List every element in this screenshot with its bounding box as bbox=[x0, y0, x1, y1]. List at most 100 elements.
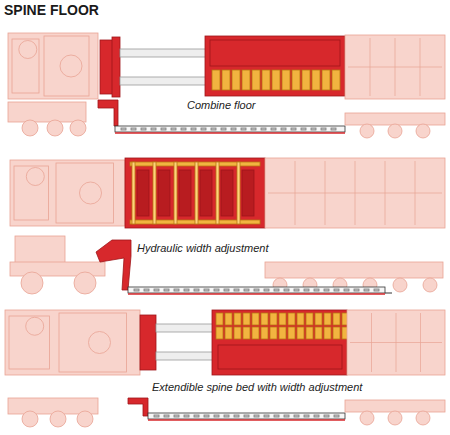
bed-hole bbox=[214, 415, 219, 417]
low-bed-side bbox=[115, 126, 345, 132]
wood-plank bbox=[288, 327, 295, 339]
bed-hole bbox=[284, 289, 289, 291]
bed-hole bbox=[344, 289, 349, 291]
tractor-detail bbox=[26, 168, 44, 186]
cross-member bbox=[132, 162, 135, 224]
bed-hole bbox=[181, 128, 186, 130]
spine-beam bbox=[120, 77, 206, 85]
bed-hole bbox=[234, 415, 239, 417]
rear-bogie-top bbox=[347, 310, 445, 375]
wood-plank bbox=[252, 70, 260, 90]
fifth-wheel bbox=[60, 55, 82, 77]
bogie-line bbox=[350, 342, 442, 343]
wheel bbox=[423, 278, 437, 292]
spine-beam bbox=[156, 324, 214, 332]
bed-hole bbox=[334, 289, 339, 291]
bed-hole bbox=[334, 415, 339, 417]
bed-hole bbox=[144, 289, 149, 291]
wood-plank bbox=[292, 70, 300, 90]
cross-member bbox=[174, 162, 177, 224]
bed-hole bbox=[224, 415, 229, 417]
bed-hole bbox=[264, 289, 269, 291]
variant-label: Extendible spine bed with width adjustme… bbox=[150, 381, 364, 393]
wood-plank bbox=[225, 313, 232, 325]
spine-beam bbox=[120, 49, 206, 57]
wood-plank bbox=[234, 327, 241, 339]
rear-bogie-top bbox=[265, 158, 445, 228]
wheel bbox=[388, 411, 402, 425]
wheel bbox=[360, 411, 374, 425]
fifth-wheel bbox=[80, 182, 102, 204]
bed-hole bbox=[154, 415, 159, 417]
fifth-wheel bbox=[89, 332, 111, 354]
spine-beam bbox=[156, 352, 214, 360]
wood-plank bbox=[243, 313, 250, 325]
deck-cell bbox=[221, 170, 233, 216]
tractor-detail bbox=[19, 41, 37, 59]
bed-hole bbox=[154, 289, 159, 291]
bed-hole bbox=[314, 289, 319, 291]
wood-plank bbox=[261, 327, 268, 339]
tractor-cab bbox=[12, 39, 39, 93]
wheel bbox=[50, 411, 66, 427]
wheel bbox=[22, 120, 38, 136]
cross-member bbox=[216, 162, 219, 224]
wheel bbox=[70, 120, 86, 136]
wheel bbox=[393, 278, 407, 292]
bed-hole bbox=[201, 128, 206, 130]
wheel bbox=[416, 411, 430, 425]
bed-hole bbox=[171, 128, 176, 130]
rear-bogie-top bbox=[345, 35, 445, 99]
bed-hole bbox=[231, 128, 236, 130]
wood-plank bbox=[324, 313, 331, 325]
bed-hole bbox=[184, 415, 189, 417]
wood-plank bbox=[332, 70, 340, 90]
tractor-top bbox=[8, 33, 98, 99]
bed-hole bbox=[164, 415, 169, 417]
bed-hole bbox=[204, 415, 209, 417]
wheel bbox=[47, 120, 63, 136]
wheel bbox=[360, 124, 374, 138]
gooseneck-side bbox=[128, 398, 148, 416]
bogie-line bbox=[268, 193, 442, 194]
deck-cell bbox=[242, 170, 254, 216]
bed-hole bbox=[151, 128, 156, 130]
deck-top bbox=[125, 158, 265, 228]
cross-member bbox=[195, 162, 198, 224]
bed-red-edge bbox=[115, 132, 345, 134]
bed-hole bbox=[324, 289, 329, 291]
wood-plank bbox=[252, 327, 259, 339]
bed-end bbox=[385, 293, 392, 294]
bed-hole bbox=[234, 289, 239, 291]
cross-member bbox=[237, 162, 240, 224]
tractor-top bbox=[10, 160, 125, 226]
gooseneck-side bbox=[98, 100, 118, 126]
wood-plank bbox=[297, 313, 304, 325]
wood-plank bbox=[242, 70, 250, 90]
bed-hole bbox=[164, 289, 169, 291]
wood-plank bbox=[279, 313, 286, 325]
wood-plank bbox=[216, 313, 223, 325]
wood-plank bbox=[324, 327, 331, 339]
tractor-cab bbox=[9, 316, 50, 369]
bed-hole bbox=[174, 289, 179, 291]
gooseneck-side bbox=[96, 240, 131, 290]
bed-hole bbox=[374, 289, 379, 291]
bed-hole bbox=[161, 128, 166, 130]
wood-plank bbox=[322, 70, 330, 90]
bed-hole bbox=[134, 289, 139, 291]
bed-hole bbox=[294, 415, 299, 417]
bed-hole bbox=[264, 415, 269, 417]
wood-plank bbox=[306, 313, 313, 325]
deck-frame bbox=[218, 345, 342, 369]
tractor-chassis bbox=[56, 163, 114, 223]
variant-label: Combine floor bbox=[185, 99, 257, 111]
page-title: SPINE FLOOR bbox=[4, 2, 99, 18]
gooseneck-top bbox=[140, 315, 156, 370]
wheel bbox=[416, 124, 430, 138]
bed-hole bbox=[214, 289, 219, 291]
rear-bogie-side bbox=[345, 400, 445, 412]
bed-hole bbox=[174, 415, 179, 417]
bed-hole bbox=[241, 128, 246, 130]
bed-hole bbox=[191, 128, 196, 130]
